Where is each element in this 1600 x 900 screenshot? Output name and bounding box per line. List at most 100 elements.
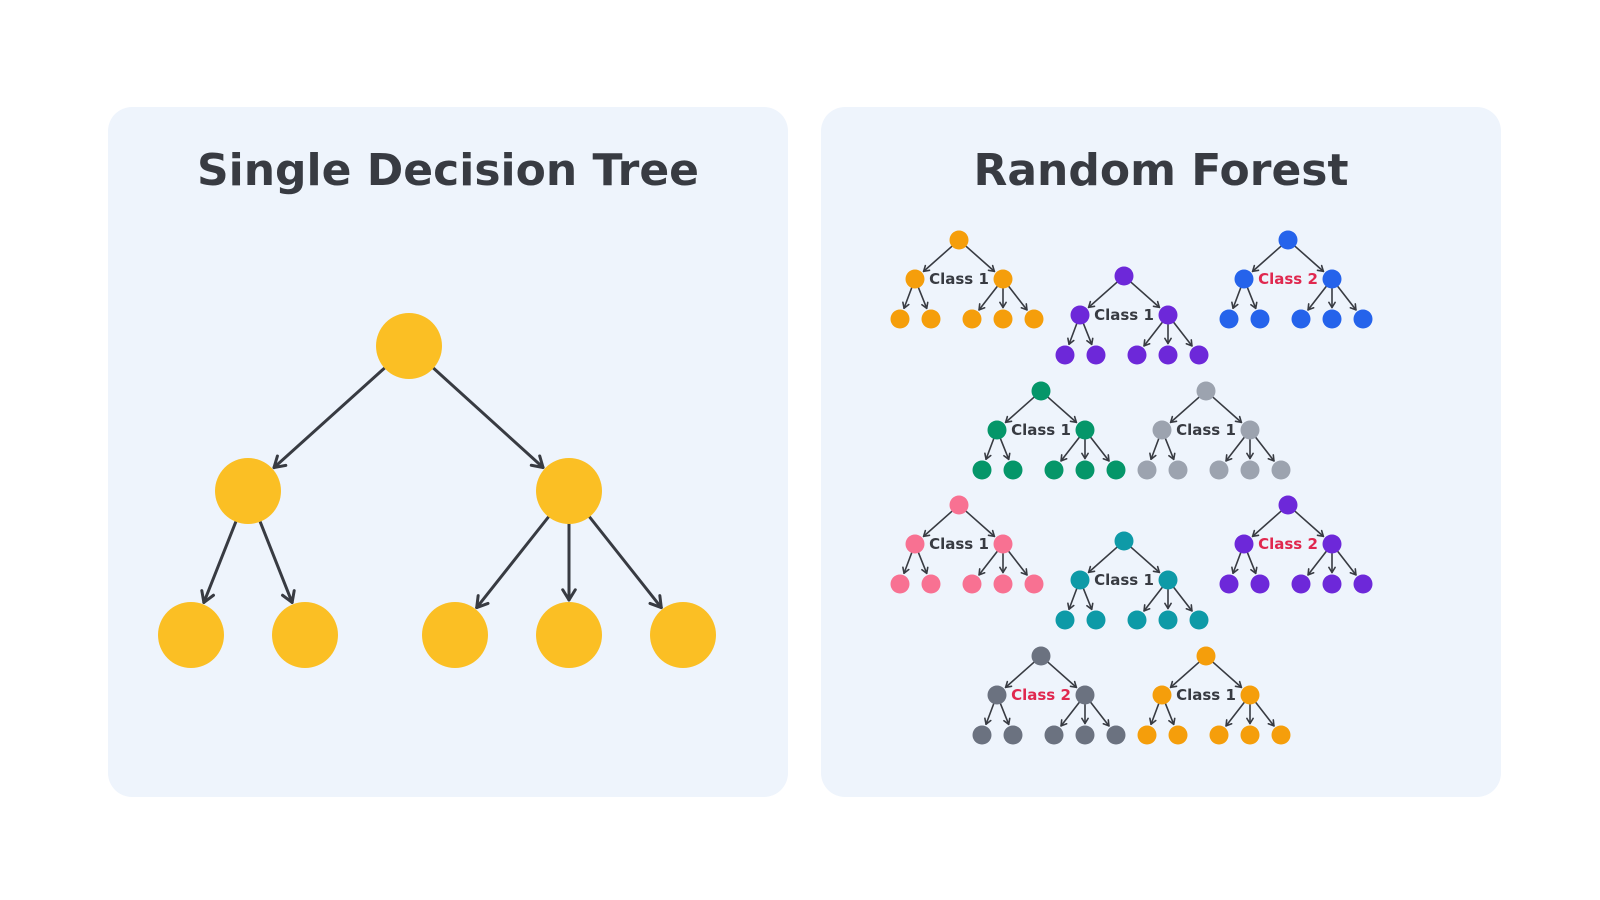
forest-edge <box>1143 321 1163 347</box>
forest-leaf-node <box>1003 725 1023 745</box>
forest-edge <box>1090 436 1110 462</box>
forest-decision-node <box>1158 570 1178 590</box>
forest-edge <box>1225 701 1245 727</box>
forest-edge <box>1246 287 1258 310</box>
forest-tree-7: Class 1 <box>1055 531 1209 630</box>
forest-leaf-node <box>1106 725 1126 745</box>
forest-edge <box>1328 287 1336 309</box>
forest-decision-node <box>1240 420 1260 440</box>
forest-tree-class-label: Class 2 <box>1258 535 1318 553</box>
forest-edge <box>1082 323 1094 346</box>
forest-edge <box>1004 661 1035 689</box>
forest-edge <box>1225 436 1245 462</box>
forest-leaf-node <box>1250 574 1270 594</box>
random-forest-title: Random Forest <box>973 145 1349 196</box>
forest-root-node <box>1031 646 1051 666</box>
forest-leaf-node <box>993 309 1013 329</box>
forest-edge <box>1307 285 1327 311</box>
forest-leaf-node <box>1137 460 1157 480</box>
forest-tree-class-label: Class 1 <box>1094 306 1154 324</box>
forest-leaf-node <box>1127 345 1147 365</box>
forest-edge <box>1231 552 1242 575</box>
forest-edge <box>978 285 998 311</box>
forest-edge <box>922 245 953 273</box>
forest-leaf-node <box>1075 725 1095 745</box>
forest-leaf-node <box>1024 309 1044 329</box>
forest-tree-class-label: Class 1 <box>1176 421 1236 439</box>
forest-decision-node <box>1152 685 1172 705</box>
forest-edge <box>902 552 913 575</box>
edge-root-to-node-2 <box>431 366 545 469</box>
forest-tree-9: Class 2 <box>972 646 1126 745</box>
forest-edge <box>1130 546 1161 574</box>
forest-edge <box>917 552 929 575</box>
forest-leaf-node <box>1219 309 1239 329</box>
forest-edge <box>1169 661 1200 689</box>
forest-leaf-node <box>1127 610 1147 630</box>
forest-decision-node <box>1240 685 1260 705</box>
forest-leaf-node <box>921 309 941 329</box>
forest-tree-class-label: Class 2 <box>1258 270 1318 288</box>
forest-decision-node <box>1075 685 1095 705</box>
forest-edge <box>1067 588 1078 611</box>
forest-leaf-node <box>1158 345 1178 365</box>
forest-edge <box>1246 438 1254 460</box>
root-node <box>376 313 442 379</box>
edge-root-to-node-1 <box>272 366 386 470</box>
forest-edge <box>984 438 995 461</box>
forest-edge <box>1008 285 1028 311</box>
forest-tree-1: Class 1 <box>890 230 1044 329</box>
forest-tree-class-label: Class 1 <box>1094 571 1154 589</box>
forest-edge <box>1164 703 1176 726</box>
forest-edge <box>922 510 953 538</box>
forest-leaf-node <box>1189 345 1209 365</box>
edge-node-2-to-leaf-1 <box>475 515 551 610</box>
decision-node-2 <box>536 458 602 524</box>
forest-edge <box>1047 661 1078 689</box>
forest-root-node <box>1278 495 1298 515</box>
forest-edge <box>1090 701 1110 727</box>
forest-edge <box>1143 586 1163 612</box>
forest-leaf-node <box>962 309 982 329</box>
forest-leaf-node <box>1189 610 1209 630</box>
forest-leaf-node <box>1086 610 1106 630</box>
forest-leaf-node <box>1209 460 1229 480</box>
forest-root-node <box>949 230 969 250</box>
forest-tree-8: Class 2 <box>1219 495 1373 594</box>
forest-leaf-node <box>1044 725 1064 745</box>
forest-edge <box>1169 396 1200 424</box>
forest-edge <box>1255 436 1275 462</box>
forest-leaf-node <box>1044 460 1064 480</box>
edge-node-2-to-leaf-2 <box>561 522 577 602</box>
forest-edge <box>1087 546 1118 574</box>
forest-tree-3: Class 2 <box>1219 230 1373 329</box>
forest-decision-node <box>1234 534 1254 554</box>
forest-edge <box>1087 281 1118 309</box>
forest-edge <box>1212 396 1243 424</box>
forest-root-node <box>1031 381 1051 401</box>
forest-tree-2: Class 1 <box>1055 266 1209 365</box>
forest-root-node <box>1196 381 1216 401</box>
random-forest-diagram: Class 1 Class 1 Class 2 Class 1 Class 1 Class… <box>890 230 1373 745</box>
forest-edge <box>1337 550 1357 576</box>
forest-edge <box>1173 586 1193 612</box>
forest-leaf-node <box>890 574 910 594</box>
forest-decision-node <box>1070 305 1090 325</box>
forest-edge <box>1149 703 1160 726</box>
forest-edge <box>1082 588 1094 611</box>
forest-root-node <box>1278 230 1298 250</box>
forest-edge <box>1047 396 1078 424</box>
forest-decision-node <box>1322 269 1342 289</box>
forest-leaf-node <box>1168 460 1188 480</box>
forest-leaf-node <box>1240 460 1260 480</box>
forest-edge <box>1294 510 1325 538</box>
forest-tree-class-label: Class 2 <box>1011 686 1071 704</box>
forest-edge <box>1212 661 1243 689</box>
forest-edge <box>1164 323 1172 345</box>
forest-leaf-node <box>1271 460 1291 480</box>
edge-node-2-to-leaf-3 <box>587 515 663 610</box>
forest-edge <box>902 287 913 310</box>
forest-leaf-node <box>1240 725 1260 745</box>
forest-leaf-node <box>1075 460 1095 480</box>
